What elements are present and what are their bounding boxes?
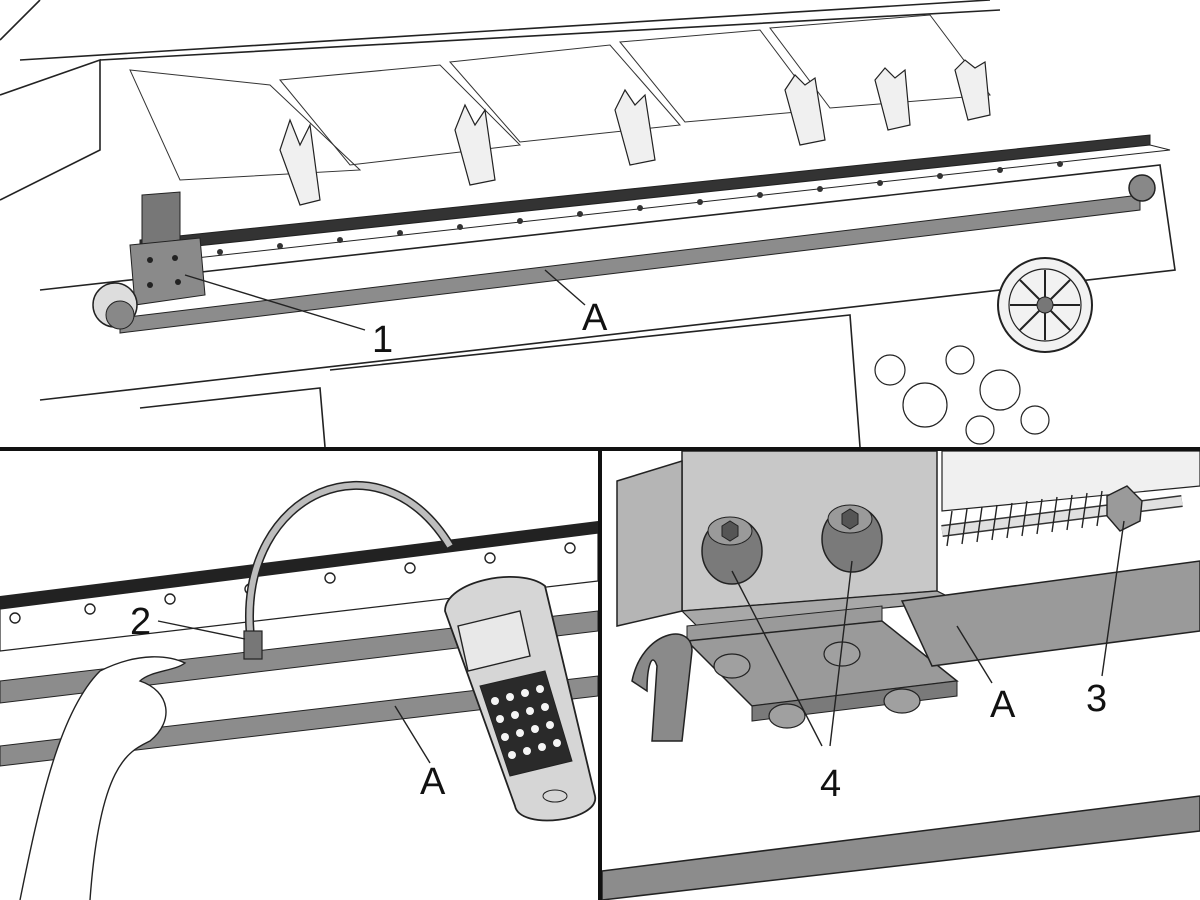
upper-beam (0, 532, 598, 652)
rail-a (900, 560, 1200, 667)
cable-connector (243, 630, 263, 660)
controller-keypad (479, 670, 573, 777)
lower-panels (139, 314, 861, 447)
callout-line-2 (157, 620, 246, 640)
callout-label-a-left: A (420, 761, 446, 803)
rail-bolts (217, 161, 1063, 255)
controller-panel: 2 A (0, 451, 598, 900)
keypad-keys (491, 685, 561, 759)
callout-line-a-top (544, 269, 586, 306)
housing-cutouts (874, 345, 1050, 445)
detail-drawing: 4 A 3 (602, 451, 1200, 900)
overview-panel: 1 A (0, 0, 1200, 447)
clamp-screw-right (821, 504, 883, 573)
callout-label-a-right: A (990, 684, 1016, 726)
guide-fins (279, 59, 991, 206)
callout-line-3 (1101, 520, 1125, 677)
upper-beam-bolts (9, 542, 576, 624)
left-pulley (92, 282, 138, 330)
callout-label-3: 3 (1086, 678, 1107, 720)
callout-line-1 (184, 274, 366, 331)
lower-housing (39, 164, 1176, 401)
callout-label-2: 2 (130, 601, 151, 643)
detail-panel: 4 A 3 (602, 451, 1200, 900)
plate-bolts (713, 641, 921, 729)
callout-line-a-right (956, 625, 993, 684)
right-pulley (1128, 174, 1156, 202)
horizontal-divider (0, 447, 1200, 451)
top-slide-rail (941, 451, 1200, 512)
controller-display (457, 610, 531, 672)
frame-top-edges (0, 0, 1001, 61)
callout-label-1: 1 (372, 319, 393, 361)
clamp-hook (631, 633, 693, 742)
carriage-bracket (129, 191, 206, 306)
rail-a (0, 675, 598, 767)
operator-hand (19, 656, 187, 900)
callout-line-a-left (394, 705, 431, 764)
upper-trays (129, 14, 991, 181)
callout-label-a-top: A (582, 297, 608, 339)
callout-line-4 (731, 560, 853, 747)
handheld-controller (444, 576, 596, 822)
controller-drawing: 2 A (0, 481, 598, 900)
lower-rail (602, 795, 1200, 900)
vertical-divider (598, 451, 602, 900)
tension-spring (941, 485, 1183, 547)
middle-rail (0, 610, 598, 704)
clamp-screw-left (701, 516, 763, 585)
machine-overview-drawing: 1 A (0, 0, 1176, 447)
callout-label-4: 4 (820, 763, 841, 805)
handwheel (997, 257, 1093, 353)
left-frame (0, 58, 101, 201)
